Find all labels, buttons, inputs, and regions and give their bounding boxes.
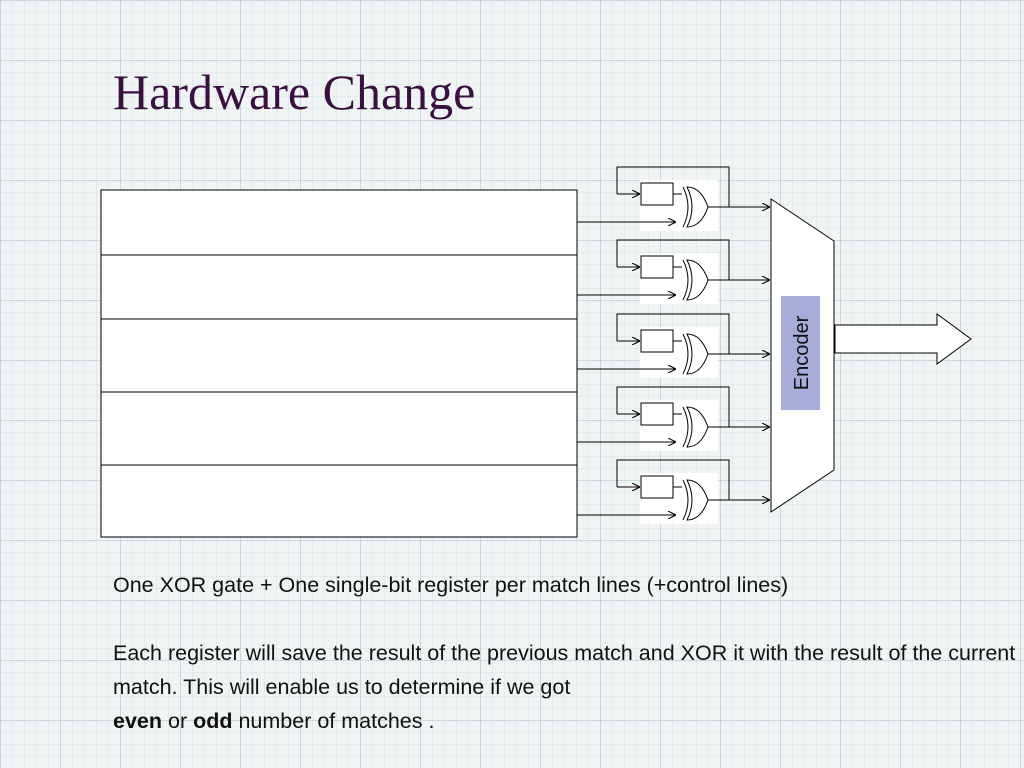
xor-register-stages: [577, 166, 770, 524]
stage-3-feedback-loop: [616, 313, 730, 354]
slide-body-para2: Each register will save the result of th…: [113, 636, 1018, 738]
stage-5-feedback-loop: [616, 459, 730, 500]
stage-2-xor-gate: [686, 259, 709, 301]
stage-4-feedback-loop: [616, 386, 730, 427]
slide-body: One XOR gate + One single-bit register p…: [113, 568, 1018, 738]
odd-keyword: odd: [193, 709, 233, 733]
stage-2-xor-back-curve: [682, 259, 689, 301]
memory-array: [100, 189, 578, 538]
stage-5-xor-back-curve: [682, 479, 689, 521]
stage-4-xor-back-curve: [682, 406, 689, 448]
encoder-label: Encoder: [791, 315, 813, 390]
stage-1-register: [640, 182, 674, 206]
stage-4-xor-gate: [686, 406, 709, 448]
output-arrow: [834, 313, 972, 365]
tail-text: number of matches .: [232, 709, 435, 733]
stage-1-feedback-loop: [616, 166, 730, 207]
stage-3-register: [640, 329, 674, 353]
stage-2-register: [640, 255, 674, 279]
encoder-label-box: [781, 296, 820, 410]
stage-3-xor-back-curve: [682, 333, 689, 375]
stage-5-register: [640, 475, 674, 499]
stage-1-xor-back-curve: [682, 186, 689, 228]
slide-body-para2-text: Each register will save the result of th…: [113, 641, 1016, 699]
stage-5-xor-gate: [686, 479, 709, 521]
stage-2-feedback-loop: [616, 239, 730, 280]
encoder: Encoder: [770, 198, 835, 513]
or-text: or: [162, 709, 194, 733]
stage-4-register: [640, 402, 674, 426]
even-keyword: even: [113, 709, 163, 733]
stage-1-xor-gate: [686, 186, 709, 228]
slide-body-line1: One XOR gate + One single-bit register p…: [113, 573, 789, 597]
slide-title: Hardware Change: [113, 64, 476, 120]
stage-3-xor-gate: [686, 333, 709, 375]
